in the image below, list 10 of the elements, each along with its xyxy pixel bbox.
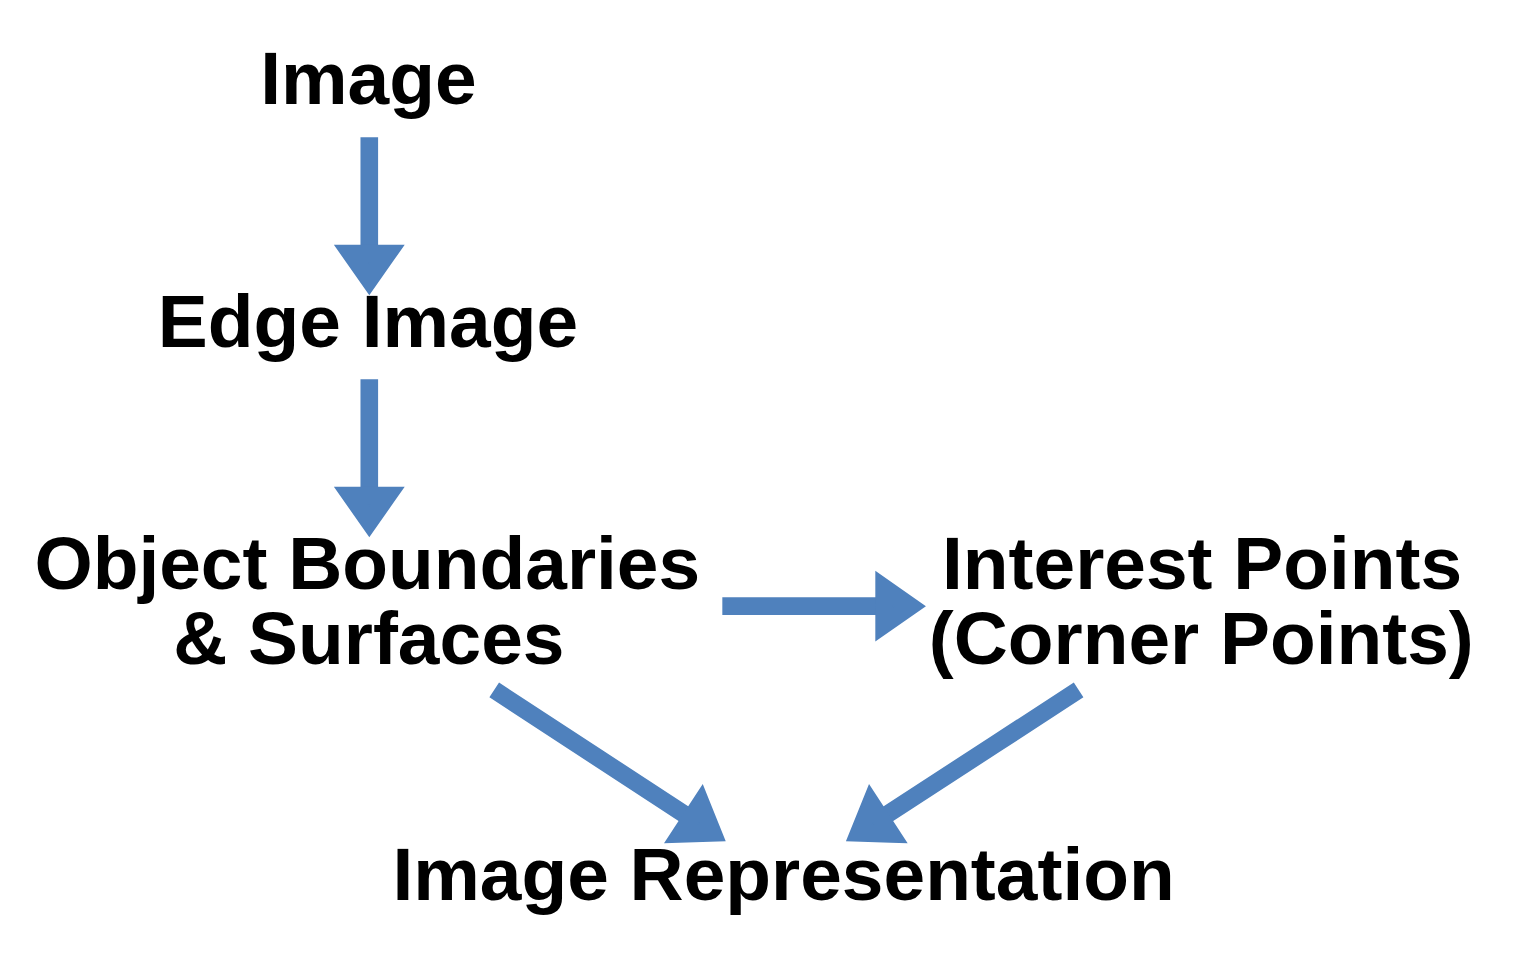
arrow — [333, 379, 405, 538]
node-text: Image Representation — [392, 831, 1175, 916]
node-text: Interest Points (Corner Points) — [928, 520, 1474, 680]
arrow — [722, 570, 926, 642]
arrow — [333, 137, 405, 296]
arrow — [845, 682, 1084, 844]
node-text: Image — [260, 36, 477, 121]
arrow — [489, 682, 726, 844]
node-text: Edge Image — [157, 278, 579, 363]
node-text: Object Boundaries & Surfaces — [34, 520, 701, 680]
